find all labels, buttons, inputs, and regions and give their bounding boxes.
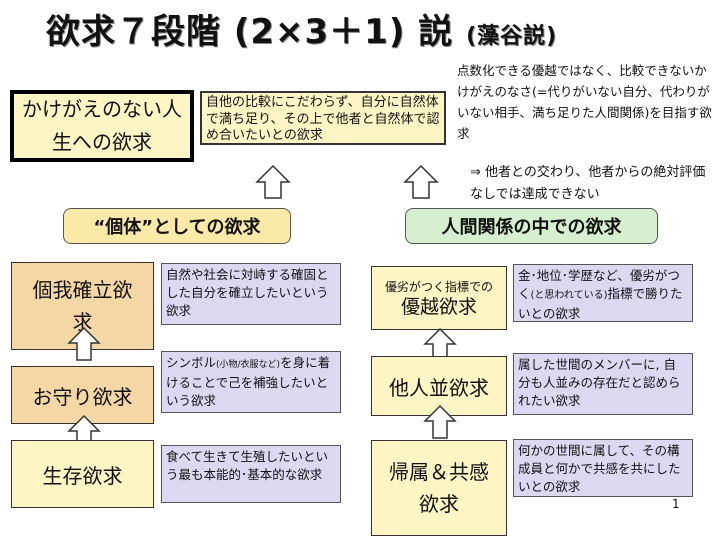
self-establishment-desc-text: 自然や社会に対峙する確固とした自分を確立したいという欲求 — [166, 267, 329, 318]
survival-desc: 食べて生きて生殖したいという最も本能的･基本的な欲求 — [161, 445, 341, 503]
superiority-desc-b: 指標で勝りたいとの欲求 — [518, 286, 683, 321]
amulet-desc-part2: を身に着けることで己を補強したいという欲求 — [166, 355, 331, 408]
superiority-label-small: 優劣がつく指標での — [384, 280, 493, 294]
arrow-note-text: ⇒ 他者との交わり、他者からの絶対評価なしでは達成できない — [470, 165, 706, 202]
average-person-label: 他人並欲求 — [389, 375, 489, 400]
title-author: (藻谷説) — [466, 24, 558, 49]
irreplaceable-life-box: かけがえのない人生への欲求 — [10, 90, 194, 162]
page-number: 1 — [672, 497, 680, 511]
belonging-empathy-box: 帰属＆共感欲求 — [371, 440, 507, 536]
survival-box: 生存欲求 — [11, 440, 154, 508]
survival-desc-text: 食べて生きて生殖したいという最も本能的･基本的な欲求 — [166, 449, 329, 482]
amulet-desc-part1: シンボル — [166, 355, 217, 370]
survival-label: 生存欲求 — [42, 463, 123, 488]
belonging-empathy-label: 帰属＆共感欲求 — [389, 460, 489, 516]
self-establishment-label: 個我確立欲求 — [32, 278, 133, 334]
belonging-empathy-desc-text: 何かの世間に属して、その構成員と何かで共感を共にしたいとの欲求 — [518, 443, 681, 494]
amulet-desc: シンボル(小物/衣服など)を身に着けることで己を補強したいという欲求 — [161, 351, 341, 413]
irreplaceable-desc-text: 自他の比較にこだわらず、自分に自然体で満ち足り、その上で他者と自然体で認め合いた… — [206, 95, 440, 143]
superiority-label-big: 優越欲求 — [400, 296, 477, 318]
page-number-text: 1 — [672, 497, 680, 511]
title-main: 欲求７段階 (2×3＋1) 説 — [46, 12, 454, 52]
arrow-note: ⇒ 他者との交わり、他者からの絶対評価なしでは達成できない — [470, 162, 710, 206]
amulet-label: お守り欲求 — [32, 384, 133, 409]
superiority-desc-small: (と思われている) — [530, 290, 608, 301]
irreplaceable-note: 点数化できる優越ではなく、比較できないかけがえのなさ(=代りがいない自分、代わり… — [457, 60, 715, 152]
average-person-box: 他人並欲求 — [371, 356, 507, 416]
up-arrow-icon — [255, 164, 291, 200]
belonging-empathy-desc: 何かの世間に属して、その構成員と何かで共感を共にしたいとの欲求 — [513, 439, 693, 497]
superiority-desc-a: 金･地位･学歴など、優劣がつく — [518, 268, 680, 301]
superiority-box: 優劣がつく指標での優越欲求 — [371, 266, 507, 330]
category-relational: 人間関係の中での欲求 — [405, 208, 658, 244]
self-establishment-desc: 自然や社会に対峙する確固とした自分を確立したいという欲求 — [161, 263, 341, 325]
up-arrow-icon — [403, 164, 439, 200]
up-arrow-icon — [67, 326, 101, 362]
category-individual: “個体”としての欲求 — [63, 208, 291, 244]
page-title: 欲求７段階 (2×3＋1) 説 (藻谷説) — [46, 4, 686, 60]
irreplaceable-note-text: 点数化できる優越ではなく、比較できないかけがえのなさ(=代りがいない自分、代わり… — [457, 63, 712, 141]
average-person-desc-text: 属した世間のメンバーに, 自分も人並みの存在だと認められたい欲求 — [518, 357, 681, 408]
amulet-desc-small: (小物/衣服など) — [216, 360, 281, 370]
category-relational-label: 人間関係の中での欲求 — [441, 217, 622, 238]
superiority-desc: 金･地位･学歴など、優劣がつく(と思われている)指標で勝りたいとの欲求 — [513, 264, 693, 322]
category-individual-label: “個体”としての欲求 — [93, 217, 261, 238]
up-arrow-icon — [423, 404, 457, 440]
irreplaceable-life-label: かけがえのない人生への欲求 — [22, 97, 182, 154]
average-person-desc: 属した世間のメンバーに, 自分も人並みの存在だと認められたい欲求 — [513, 353, 693, 415]
irreplaceable-life-desc: 自他の比較にこだわらず、自分に自然体で満ち足り、その上で他者と自然体で認め合いた… — [200, 91, 446, 145]
